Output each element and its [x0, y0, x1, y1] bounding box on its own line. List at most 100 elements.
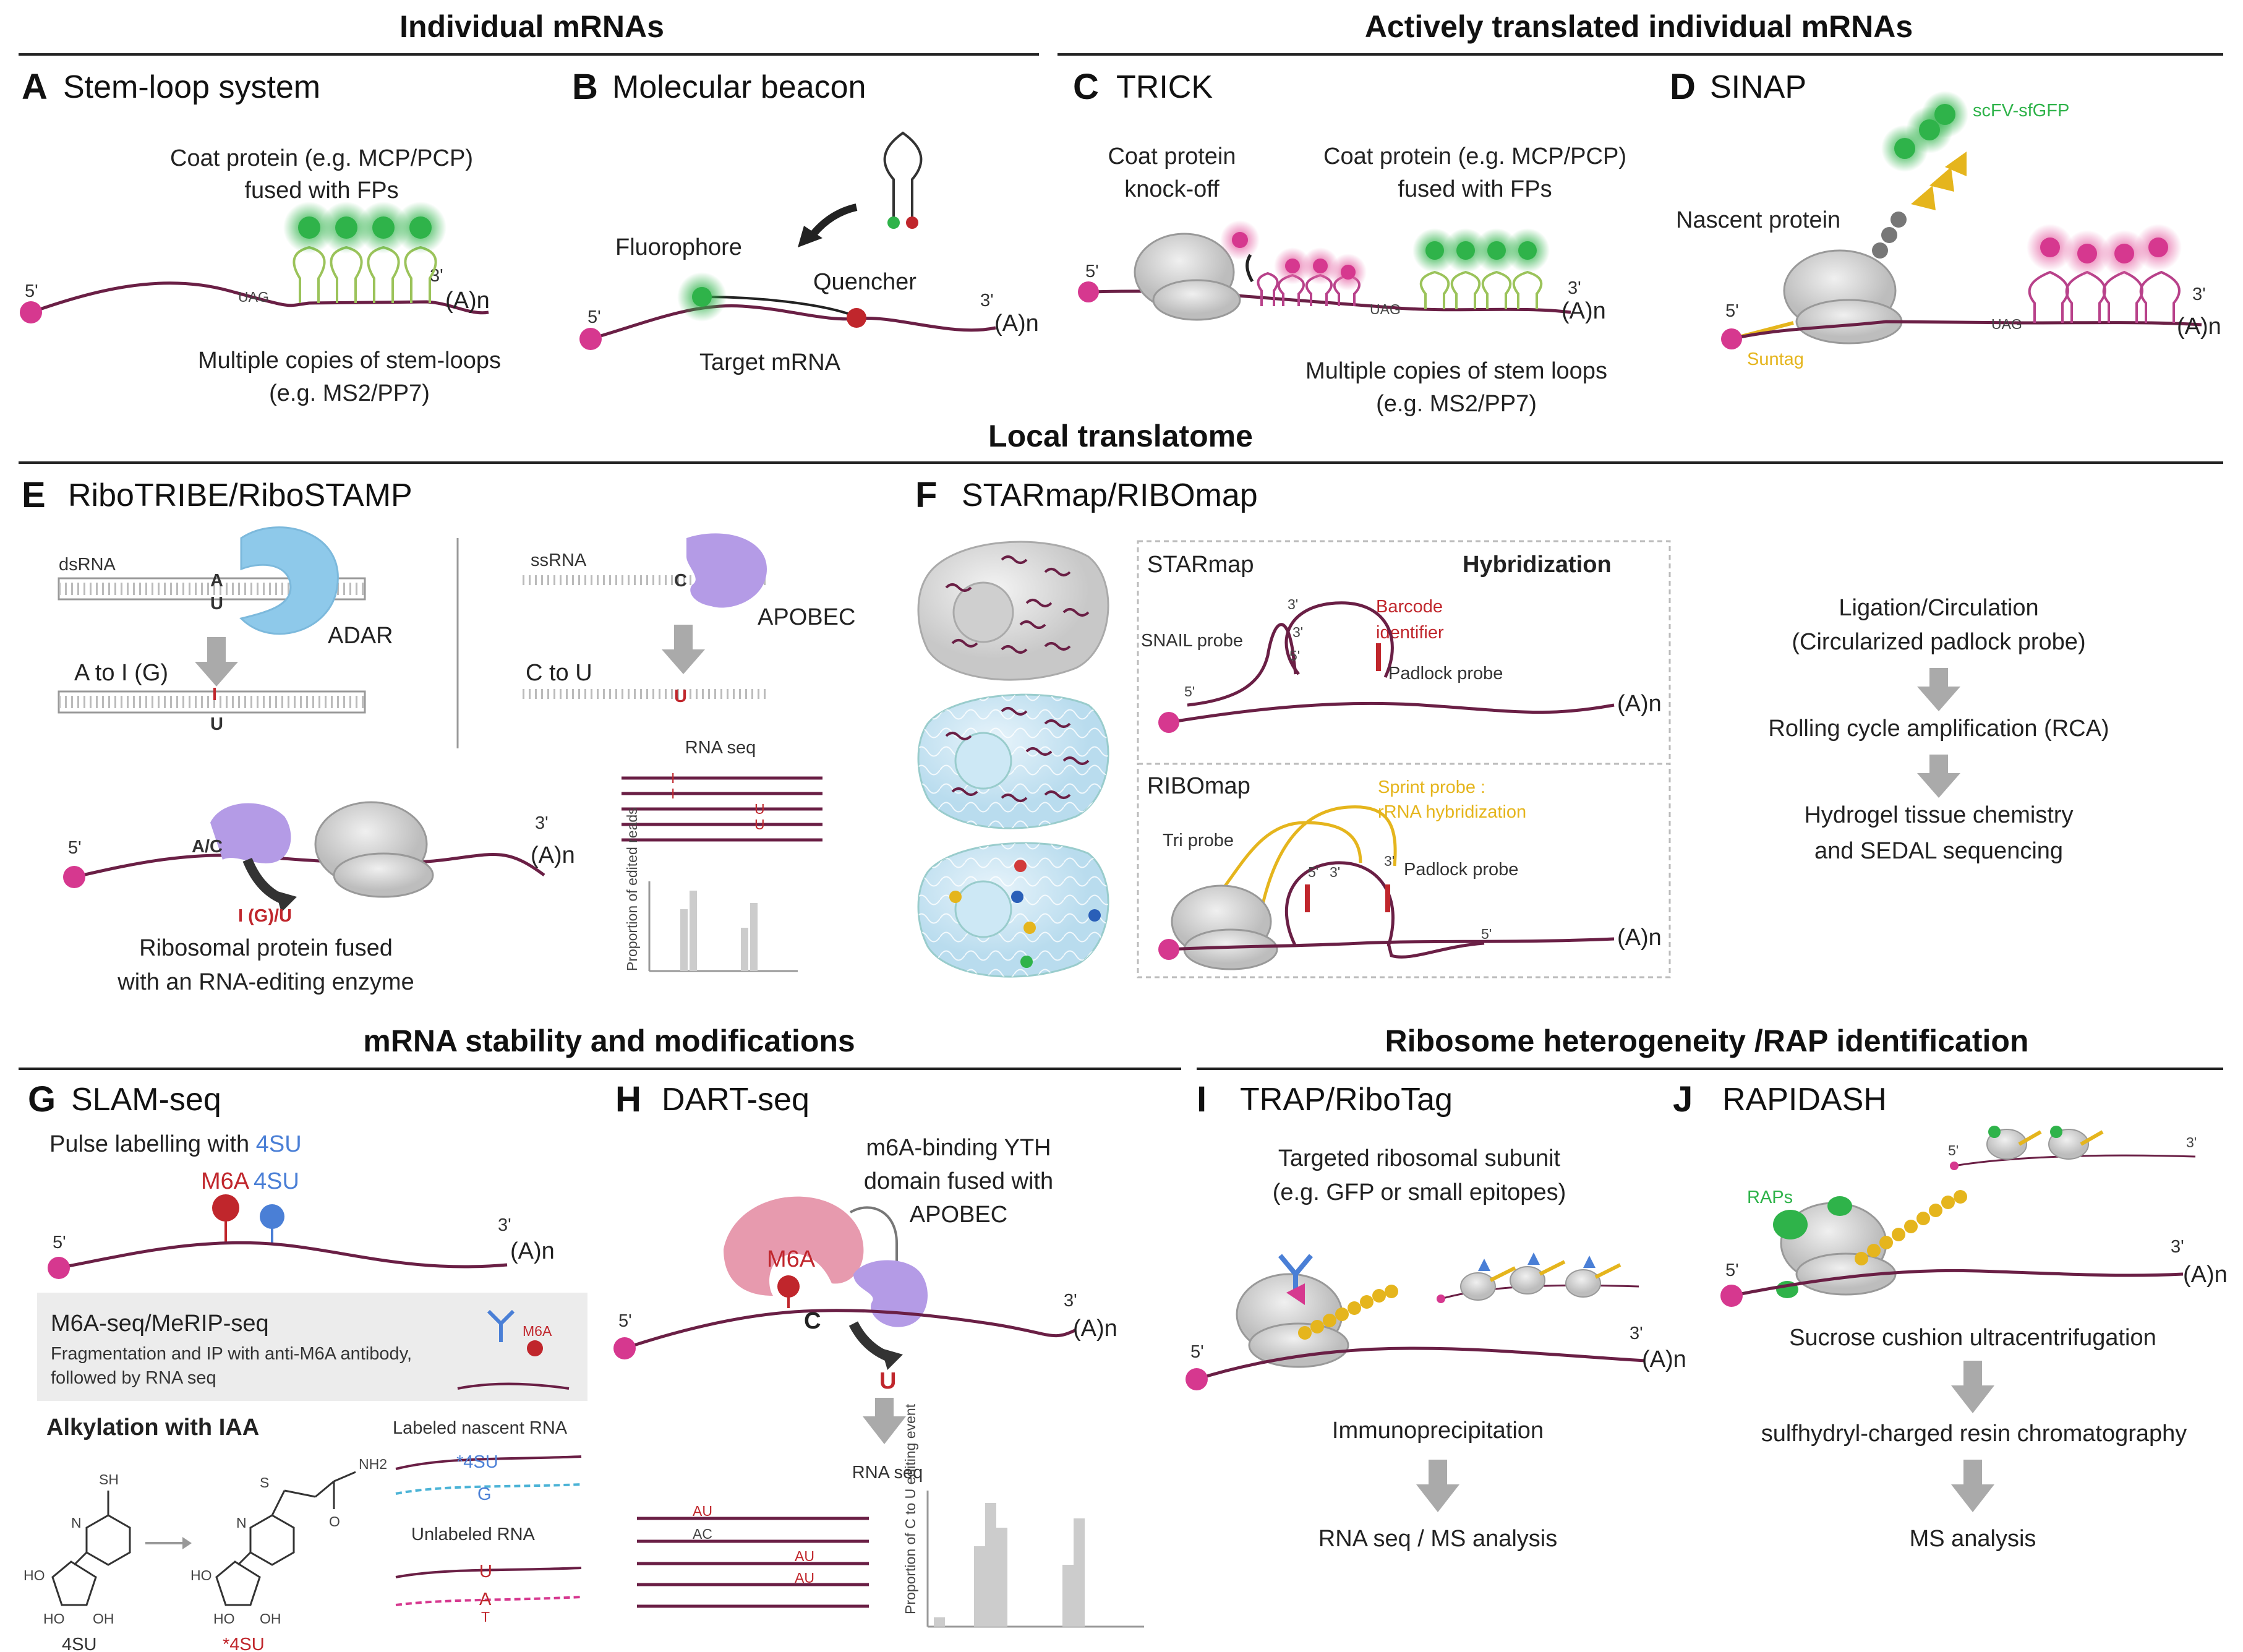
m6a-mark — [527, 1340, 543, 1356]
mrna-strand — [1731, 320, 2202, 341]
fluorescent-proteins — [1412, 228, 1550, 273]
panel-e: E RiboTRIBE/RiboSTAMP dsRNA A U ADAR A t… — [22, 475, 855, 995]
cap-5prime — [579, 328, 602, 350]
read-mark: I — [671, 785, 675, 802]
igu-label: I (G)/U — [238, 906, 292, 926]
down-arrow-icon — [1951, 1460, 1994, 1512]
five-prime-mark: 5' — [1289, 648, 1300, 664]
fragment — [457, 1382, 570, 1390]
mrna-strand — [30, 281, 489, 315]
labeled-rna — [395, 1455, 582, 1470]
panel-g: G SLAM-seq Pulse labelling with 4SU M6A … — [23, 1079, 587, 1652]
five-prime-label: 5' — [1190, 1342, 1204, 1362]
probe-strand — [1386, 941, 1485, 959]
read-mark: I — [671, 770, 675, 786]
atom-label: O — [329, 1513, 340, 1530]
cell-sequenced — [917, 842, 1109, 978]
suntag-label: Suntag — [1747, 349, 1804, 369]
epitope-tag — [1286, 1283, 1305, 1305]
ac-label: A/C — [192, 837, 223, 857]
yth-domain — [724, 1196, 864, 1296]
atom-label: HO — [23, 1567, 45, 1583]
base-c: C — [674, 571, 687, 591]
atom-label: N — [71, 1515, 82, 1531]
polya-label: (A)n — [445, 288, 490, 314]
labeled-rna-new — [395, 1483, 582, 1495]
five-prime-label: 5' — [1725, 1260, 1739, 1280]
scfv-label: scFV-sfGFP — [1973, 101, 2069, 121]
read-mark: AU — [795, 1548, 814, 1564]
polya-label: (A)n — [531, 842, 575, 868]
base-c: C — [804, 1308, 821, 1334]
foursu-mark — [260, 1204, 284, 1229]
three-prime-mark: 3' — [1288, 596, 1298, 612]
down-arrow-icon — [1416, 1460, 1459, 1512]
arrow-icon — [798, 226, 822, 247]
three-prime-label: 3' — [1630, 1324, 1643, 1343]
fused-label: Ribosomal protein fused — [139, 935, 393, 961]
alkylation-label: Alkylation with IAA — [46, 1414, 259, 1440]
antibody-icon — [487, 1309, 515, 1342]
knockoff-label: knock-off — [1124, 176, 1220, 202]
panel-title: SINAP — [1710, 69, 1806, 105]
five-prime-label: 5' — [587, 307, 601, 327]
m6a-mark — [212, 1194, 239, 1222]
base-u: U — [479, 1562, 492, 1581]
panel-letter: I — [1197, 1079, 1207, 1119]
panel-letter: C — [1073, 67, 1099, 107]
splint-label: Sprint probe : — [1378, 777, 1485, 797]
workflow-step: (Circularized padlock probe) — [1792, 629, 2085, 655]
arrow-head — [275, 891, 297, 912]
cell-grey — [917, 541, 1109, 681]
five-prime-label: 5' — [1085, 262, 1099, 281]
atom-label: OH — [260, 1611, 281, 1627]
edited-dsrna — [58, 690, 366, 714]
cap-5prime — [613, 1337, 636, 1359]
workflow-steps: Ligation/Circulation (Circularized padlo… — [1768, 595, 2109, 864]
atom-label: NH2 — [359, 1456, 387, 1472]
read-mark: AU — [693, 1503, 712, 1519]
padlock-probe — [1284, 861, 1395, 948]
arrow-icon — [1245, 254, 1254, 283]
linker — [850, 1206, 898, 1265]
panel-j: J RAPIDASH 5' 3' RAPs 5' 3' (A)n Sucr — [1673, 1079, 2228, 1552]
panel-title: RAPIDASH — [1722, 1082, 1887, 1118]
atom-label: N — [236, 1515, 247, 1531]
panel-a: A Stem-loop system Coat protein (e.g. MC… — [20, 67, 501, 406]
stem-loops-green — [1419, 270, 1543, 309]
stop-codon-label: UAG — [1991, 316, 2022, 332]
mrna-strand — [624, 1309, 1077, 1350]
workflow-step: Sucrose cushion ultracentrifugation — [1789, 1325, 2156, 1351]
raps-label: RAPs — [1747, 1188, 1793, 1207]
base-a: A — [479, 1590, 492, 1609]
three-prime-mark: 3' — [1330, 864, 1340, 880]
sequencing-reads — [637, 1517, 869, 1608]
hybridization-label: Hybridization — [1463, 552, 1612, 578]
read-mark: U — [754, 816, 765, 832]
five-prime-mark: 5' — [1481, 926, 1492, 942]
molecule-label: 4SU — [62, 1635, 96, 1652]
read-mark: U — [754, 801, 765, 817]
coat-label: fused with FPs — [1398, 176, 1552, 202]
polya-label: (A)n — [2183, 1262, 2228, 1288]
down-arrow-icon — [662, 625, 705, 674]
stem-loop-label: (e.g. MS2/PP7) — [1376, 391, 1537, 417]
unlabeled-label: Unlabeled RNA — [411, 1525, 536, 1544]
mrna-strand — [1168, 701, 1615, 724]
dsrna-label: dsRNA — [59, 555, 116, 575]
coat-label: Coat protein (e.g. MCP/PCP) — [1323, 143, 1626, 169]
nascent-label: Nascent protein — [1676, 207, 1840, 233]
stop-codon-label: UAG — [238, 289, 269, 305]
panel-title: Stem-loop system — [63, 69, 320, 105]
mrna-strand — [1168, 937, 1615, 951]
target-label: Targeted ribosomal subunit — [1278, 1145, 1561, 1171]
stem-loop-label: (e.g. MS2/PP7) — [269, 380, 430, 406]
polya-label: (A)n — [1617, 925, 1662, 951]
beacon-hairpin — [883, 131, 923, 229]
molecule-4su — [51, 1491, 131, 1606]
section-actively-translated: Actively translated individual mRNAs — [1365, 9, 1913, 44]
polya-label: (A)n — [1617, 691, 1662, 717]
down-arrow-icon — [1917, 668, 1960, 711]
target-label: Target mRNA — [699, 349, 841, 375]
